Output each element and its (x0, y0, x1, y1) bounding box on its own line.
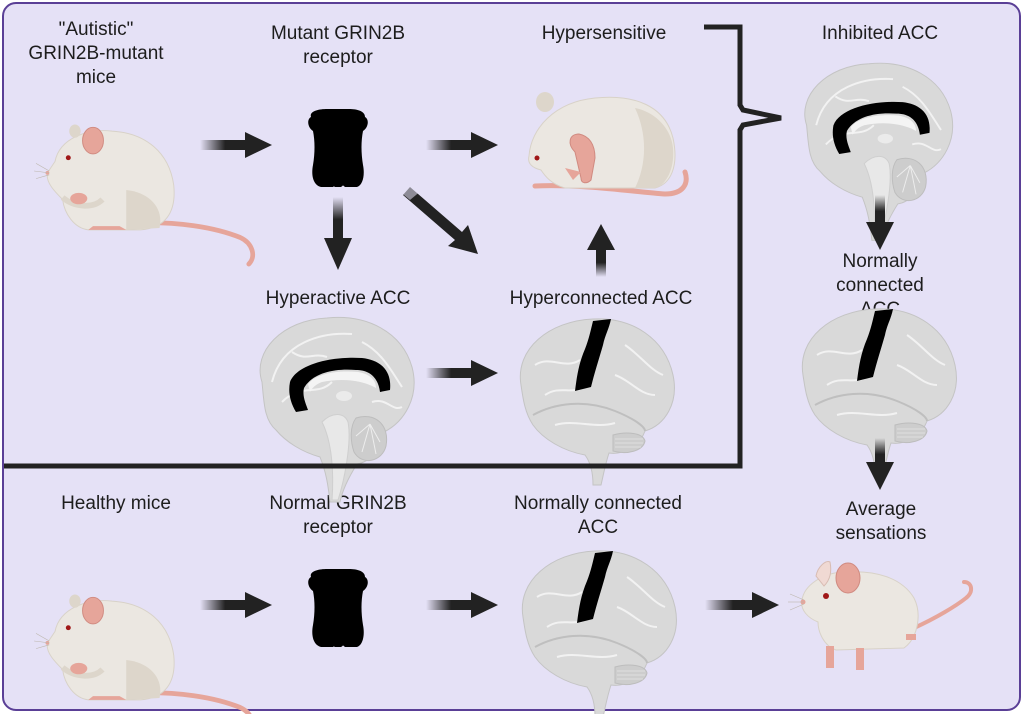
label-normally-connected-acc-bottom: Normally connected ACC (514, 493, 682, 538)
label-hypersensitive: Hypersensitive (541, 23, 667, 44)
label-hyperconnected-acc: Hyperconnected ACC (509, 288, 693, 309)
label-healthy-mice: Healthy mice (61, 493, 171, 514)
label-autistic-mice: "Autistic" GRIN2B-mutant mice (28, 19, 164, 88)
label-normally-connected-acc-right: Normally connected ACC (836, 251, 924, 320)
label-mutant-receptor: Mutant GRIN2B receptor (270, 23, 406, 68)
label-normal-receptor: Normal GRIN2B receptor (269, 493, 407, 538)
label-inhibited-acc: Inhibited ACC (821, 23, 939, 44)
label-average-sensations: Average sensations (835, 499, 927, 544)
label-hyperactive-acc: Hyperactive ACC (265, 288, 411, 309)
